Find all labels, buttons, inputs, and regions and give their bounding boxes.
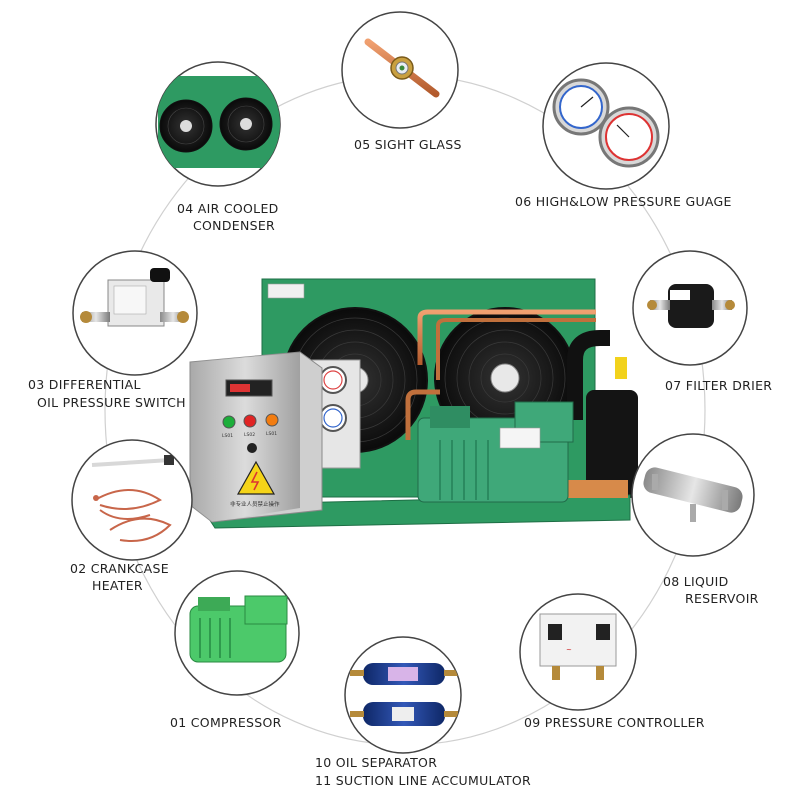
lamp-label: LS01 (222, 433, 233, 439)
component-filter-drier (632, 250, 748, 366)
label-compressor: 01 COMPRESSOR (170, 715, 282, 730)
unit-compressor (417, 401, 574, 503)
warning-text: 非专业人员禁止操作 (230, 500, 280, 508)
label-pressure-controller: 09 PRESSURE CONTROLLER (524, 715, 705, 730)
component-liquid-reservoir (631, 433, 755, 557)
label-crankcase-line2: HEATER (92, 578, 143, 593)
component-pressure-gauges (542, 62, 670, 190)
component-crankcase-heater (71, 439, 193, 561)
control-box: LS01 LS02 LS01 非专业人员禁止操作 (189, 351, 323, 523)
warning-triangle (236, 460, 276, 495)
label-sight-glass: 05 SIGHT GLASS (354, 137, 462, 152)
component-pressure-controller: ~ (519, 593, 637, 711)
label-suction-accumulator: 11 SUCTION LINE ACCUMULATOR (315, 773, 532, 788)
label-pressure-gauge: 06 HIGH&LOW PRESSURE GUAGE (515, 194, 732, 209)
label-air-cooled-line1: 04 AIR COOLED (177, 201, 279, 216)
green-lamp (222, 415, 236, 429)
label-filter-drier: 07 FILTER DRIER (665, 378, 773, 393)
orange-lamp (265, 413, 279, 427)
component-air-cooled-condenser (155, 61, 281, 187)
component-oil-pressure-switch (72, 250, 198, 376)
component-sight-glass (341, 11, 459, 129)
label-oil-switch-line1: 03 DIFFERENTIAL (28, 377, 141, 392)
label-air-cooled-line2: CONDENSER (193, 218, 276, 233)
lamp-label: LS01 (266, 431, 277, 437)
condensing-unit: LS01 LS02 LS01 非专业人员禁止操作 (189, 278, 638, 529)
label-oil-separator: 10 OIL SEPARATOR (315, 755, 438, 770)
brand-mark: ~ (566, 646, 572, 654)
label-liquid-line2: RESERVOIR (685, 591, 759, 606)
lamp-label: LS02 (244, 432, 255, 438)
label-liquid-line1: 08 LIQUID (663, 574, 729, 589)
red-lamp (243, 414, 257, 428)
label-crankcase-line1: 02 CRANKCASE (70, 561, 169, 576)
label-oil-switch-line2: OIL PRESSURE SWITCH (37, 395, 186, 410)
component-oil-separator (344, 636, 462, 754)
component-compressor (174, 570, 300, 696)
